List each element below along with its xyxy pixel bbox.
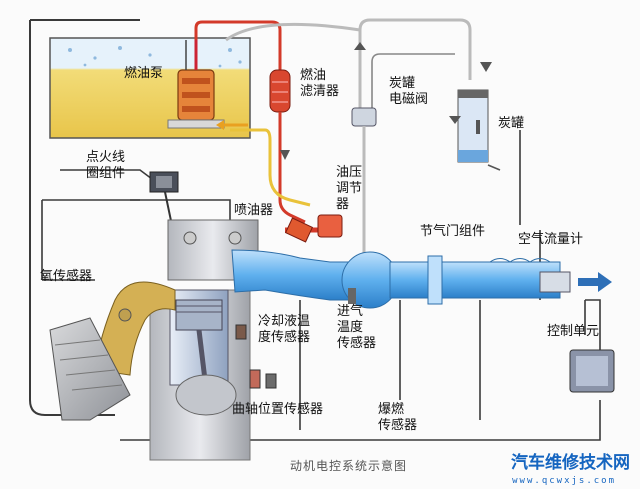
pressure-regulator [318, 215, 342, 237]
label-intake-temp: 进气 温度 传感器 [337, 304, 383, 352]
watermark-url: www.qcwxjs.com [512, 476, 616, 486]
diagram-caption: 动机电控系统示意图 [290, 457, 407, 474]
o2-sensor [119, 309, 131, 321]
label-injector: 喷油器 [234, 203, 273, 219]
label-o2-sensor: 氧传感器 [40, 269, 92, 285]
intake-temp-sensor [348, 288, 356, 304]
air-inlet-arrow [578, 272, 612, 292]
fuel-injector [286, 218, 313, 242]
label-canister: 炭罐 [498, 116, 524, 132]
air-flow-meter [540, 272, 570, 292]
label-pressure-regulator: 油压 调节器 [336, 165, 368, 213]
canister-solenoid [352, 108, 376, 126]
label-airflow-meter: 空气流量计 [518, 232, 583, 248]
crank-sensor [250, 370, 260, 388]
label-fuel-filter: 燃油 滤清器 [300, 68, 340, 100]
label-fuel-pump: 燃油泵 [124, 66, 163, 82]
knock-sensor [266, 374, 276, 388]
throttle-body [428, 256, 442, 304]
label-throttle: 节气门组件 [420, 224, 485, 240]
watermark-brand: 汽车维修技术网 [511, 448, 630, 473]
label-knock-sensor: 爆燃 传感器 [378, 402, 418, 434]
label-ignition-coil: 点火线 圈组件 [86, 150, 134, 182]
label-coolant-temp: 冷却液温 度传感器 [258, 314, 322, 346]
label-canister-valve: 炭罐 电磁阀 [389, 76, 429, 108]
piston [176, 300, 222, 330]
label-crank-sensor: 曲轴位置传感器 [232, 402, 323, 418]
fuel-filter [270, 70, 290, 112]
intake-tube [390, 262, 560, 298]
label-control-unit: 控制单元 [547, 324, 599, 340]
coolant-sensor [236, 325, 246, 339]
